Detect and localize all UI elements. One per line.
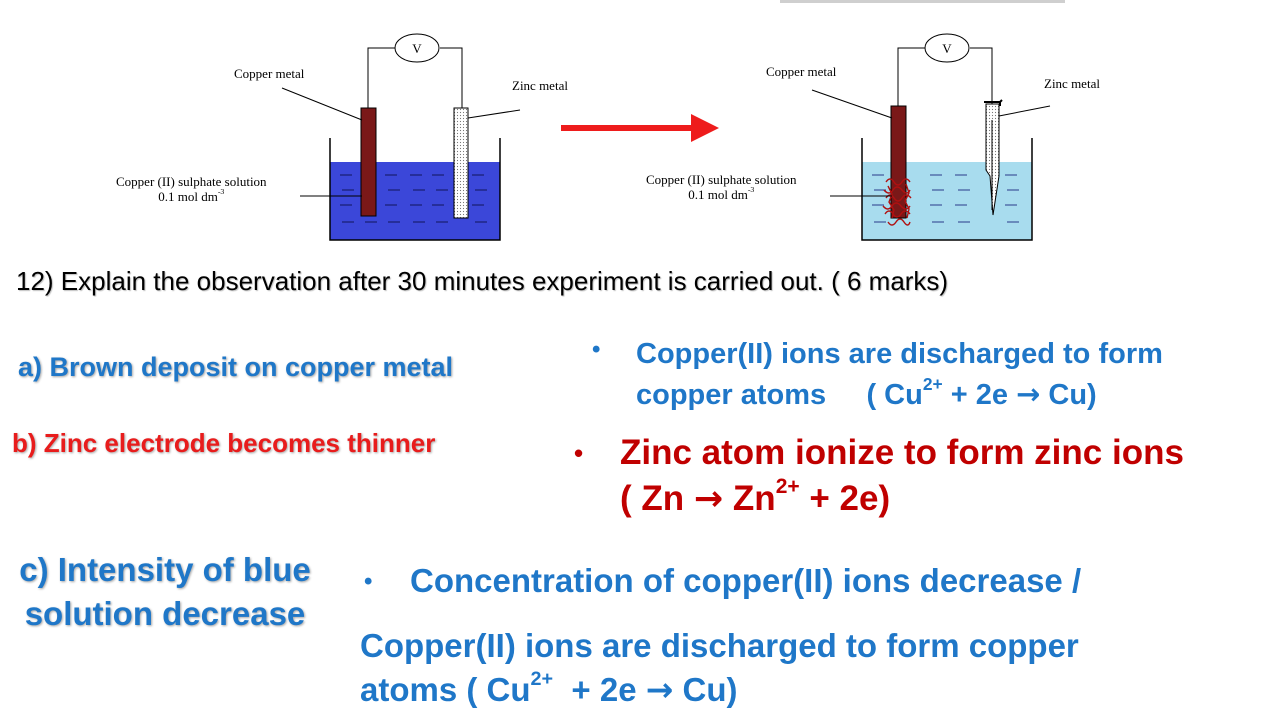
diagram-after: V bbox=[780, 0, 1065, 241]
arrow-icon: → bbox=[645, 670, 674, 709]
observation-b: b) Zinc electrode becomes thinner bbox=[12, 428, 436, 458]
question-text: 12) Explain the observation after 30 min… bbox=[16, 266, 949, 296]
bullet-c: • bbox=[364, 568, 373, 595]
arrow-icon: → bbox=[693, 479, 724, 519]
copper-electrode-before bbox=[360, 107, 377, 217]
observation-c: c) Intensity of blue solution decrease bbox=[0, 548, 330, 636]
zinc-electrode-before bbox=[453, 107, 469, 219]
bullet-a: • bbox=[592, 336, 601, 363]
solution-after bbox=[862, 162, 1032, 240]
copper-deposit bbox=[882, 178, 912, 226]
beaker-after bbox=[861, 138, 1033, 241]
explanation-b: Zinc atom ionize to form zinc ions ( Zn … bbox=[620, 430, 1184, 522]
observation-a: a) Brown deposit on copper metal bbox=[18, 352, 454, 382]
solution-line1: Copper (II) sulphate solution bbox=[646, 172, 797, 187]
zinc-label-before: Zinc metal bbox=[512, 78, 568, 93]
diagram-before: V bbox=[281, 33, 521, 241]
explanation-b-line1: Zinc atom ionize to form zinc ions bbox=[620, 433, 1184, 472]
explanation-a-line1: Copper(II) ions are discharged to form bbox=[636, 338, 1163, 370]
voltmeter-after bbox=[924, 33, 970, 63]
bullet-b: • bbox=[574, 438, 584, 468]
solution-label-after: Copper (II) sulphate solution 0.1 mol dm… bbox=[646, 172, 797, 202]
observation-c-line2: solution decrease bbox=[24, 595, 306, 632]
copper-label-before: Copper metal bbox=[234, 66, 305, 81]
explanation-a-line2: copper atoms ( Cu2+ + 2e → Cu) bbox=[636, 373, 1097, 411]
explanation-c-line3: atoms ( Cu2+ + 2e → Cu) bbox=[360, 668, 738, 709]
voltmeter-label: V bbox=[412, 41, 422, 56]
solution-line1: Copper (II) sulphate solution bbox=[116, 174, 267, 189]
explanation-c-line1: Concentration of copper(II) ions decreas… bbox=[410, 562, 1082, 599]
voltmeter-label: V bbox=[942, 41, 952, 56]
zinc-label-after: Zinc metal bbox=[1044, 76, 1100, 91]
explanation-c-line2: Copper(II) ions are discharged to form c… bbox=[360, 627, 1079, 664]
explanation-c: Copper(II) ions are discharged to form c… bbox=[360, 624, 1079, 712]
solution-line2: 0.1 mol dm-3 bbox=[158, 187, 225, 204]
beaker-before bbox=[329, 138, 501, 241]
arrow-icon: → bbox=[1016, 377, 1041, 411]
voltmeter-before bbox=[394, 33, 440, 63]
transition-arrow bbox=[561, 114, 719, 142]
explanation-b-line2: ( Zn → Zn2+ + 2e) bbox=[620, 475, 891, 519]
solution-line2: 0.1 mol dm-3 bbox=[688, 185, 755, 202]
solution-label-before: Copper (II) sulphate solution 0.1 mol dm… bbox=[116, 174, 267, 204]
observation-c-line1: c) Intensity of blue bbox=[19, 551, 311, 588]
copper-label-after: Copper metal bbox=[766, 64, 837, 79]
explanation-a: Copper(II) ions are discharged to form c… bbox=[636, 334, 1163, 415]
solution-before bbox=[330, 162, 500, 240]
